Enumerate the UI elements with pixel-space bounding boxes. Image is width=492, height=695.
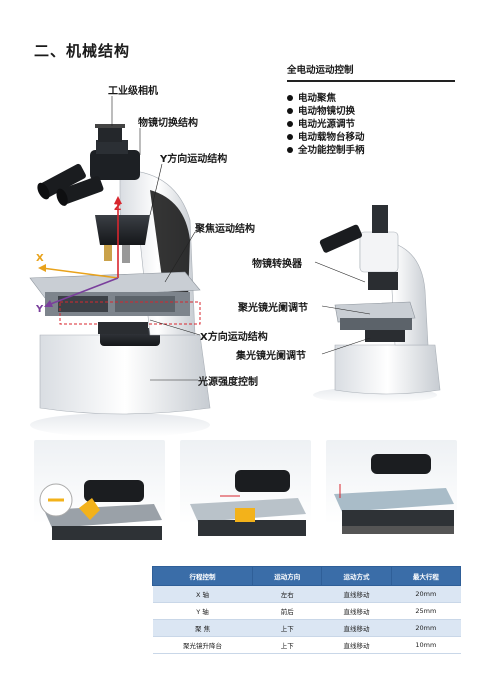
- axis-arrows: [38, 196, 122, 307]
- bullet-icon: [287, 108, 293, 114]
- callout-x-motion: X方向运动结构: [200, 332, 268, 343]
- table-row: 聚 焦 上下 直线移动 20mm: [152, 619, 461, 637]
- table-header: 运动方向: [252, 566, 323, 586]
- bullet-icon: [287, 121, 293, 127]
- table-cell: Y 轴: [152, 602, 253, 620]
- feature-list: 电动聚焦 电动物镜切换 电动光源调节 电动载物台移动 全功能控制手柄: [287, 92, 455, 157]
- stage-detail-panel: [180, 440, 311, 560]
- callout-y-motion: Y方向运动结构: [160, 154, 228, 165]
- table-cell: 直线移动: [321, 636, 392, 654]
- callout-condenser: 集光镜光阑调节: [236, 351, 306, 362]
- callout-objective-switch: 物镜切换结构: [138, 118, 198, 129]
- axis-label-y: Y: [36, 304, 44, 315]
- callout-lines: [111, 96, 201, 381]
- feature-item: 电动物镜切换: [287, 105, 455, 118]
- feature-item: 全功能控制手柄: [287, 144, 455, 157]
- table-cell: 直线移动: [321, 619, 392, 637]
- table-row: 聚光镜升降台 上下 直线移动 10mm: [152, 636, 461, 654]
- callout-aperture: 聚光镜光阑调节: [238, 303, 308, 314]
- callout-turret: 物镜转换器: [252, 259, 302, 270]
- bullet-icon: [287, 95, 293, 101]
- axis-label-z: Z: [114, 202, 122, 213]
- table-cell: 直线移动: [321, 585, 392, 603]
- table-cell: 聚光镜升降台: [152, 636, 253, 654]
- stage-detail-panel: [34, 440, 165, 560]
- table-cell: X 轴: [152, 585, 253, 603]
- axis-label-x: X: [36, 253, 44, 264]
- stage-detail-panel: [326, 440, 457, 560]
- table-header-row: 行程控制 运动方向 运动方式 最大行程: [151, 566, 462, 586]
- feature-item: 电动光源调节: [287, 118, 455, 131]
- callout-focus: 聚焦运动结构: [195, 224, 255, 235]
- stage-detail-strip: [34, 440, 466, 560]
- side-callout-lines: [314, 261, 371, 355]
- callout-camera: 工业级相机: [108, 86, 158, 97]
- callout-light: 光源强度控制: [198, 377, 258, 388]
- table-row: X 轴 左右 直线移动 20mm: [152, 585, 461, 603]
- feature-item: 电动载物台移动: [287, 131, 455, 144]
- table-cell: 25mm: [391, 602, 461, 620]
- feature-divider: [287, 80, 455, 82]
- table-cell: 上下: [252, 619, 322, 637]
- travel-spec-table: 行程控制 运动方向 运动方式 最大行程 X 轴 左右 直线移动 20mm Y 轴…: [151, 566, 462, 654]
- table-cell: 10mm: [391, 636, 461, 654]
- table-row: Y 轴 前后 直线移动 25mm: [152, 602, 461, 620]
- bullet-icon: [287, 147, 293, 153]
- table-cell: 20mm: [391, 585, 461, 603]
- table-cell: 20mm: [391, 619, 461, 637]
- feature-box: 全电动运动控制 电动聚焦 电动物镜切换 电动光源调节 电动载物台移动 全功能控制…: [287, 62, 455, 157]
- table-header: 运动方式: [321, 566, 392, 586]
- table-header: 行程控制: [151, 566, 254, 586]
- feature-item: 电动聚焦: [287, 92, 455, 105]
- table-header: 最大行程: [390, 566, 462, 586]
- table-cell: 前后: [252, 602, 322, 620]
- feature-title: 全电动运动控制: [287, 65, 354, 76]
- table-cell: 聚 焦: [152, 619, 253, 637]
- bullet-icon: [287, 134, 293, 140]
- microscope-illustration: [29, 96, 441, 437]
- table-cell: 直线移动: [321, 602, 392, 620]
- side-microscope: [313, 205, 441, 403]
- main-microscope: [29, 124, 211, 437]
- table-cell: 左右: [252, 585, 322, 603]
- section-title: 二、机械结构: [34, 42, 131, 60]
- table-cell: 上下: [252, 636, 322, 654]
